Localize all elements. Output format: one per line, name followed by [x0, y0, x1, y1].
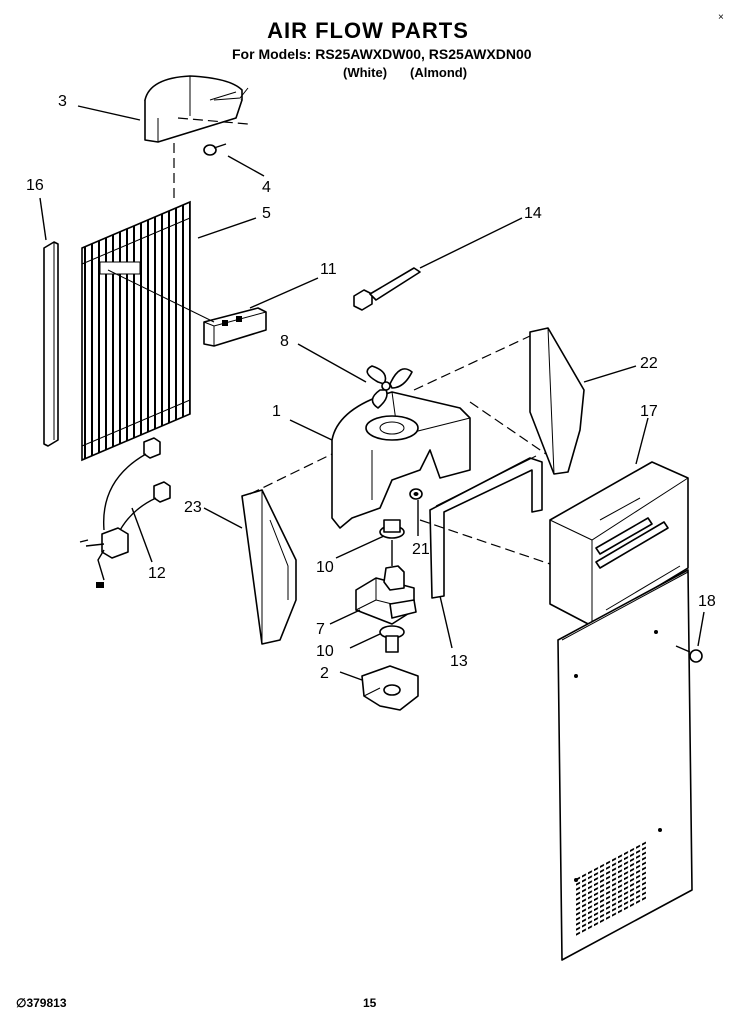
- callout-7: 7: [316, 621, 325, 638]
- part-14-sensor: [353, 267, 421, 311]
- page-number: 15: [363, 996, 377, 1010]
- part-3-air-duct-cover: [144, 75, 249, 143]
- page-title: AIR FLOW PARTS: [267, 18, 469, 43]
- callout-2: 2: [320, 665, 329, 682]
- part-21-grommet: [409, 488, 423, 500]
- part-17-air-tower-cover: [549, 461, 689, 627]
- part-18-screw: [675, 645, 703, 663]
- part-2-motor-bracket: [361, 665, 419, 711]
- part-22-side-baffle: [529, 327, 585, 475]
- part-13-gasket: [429, 455, 543, 599]
- variant-almond-label: (Almond): [410, 65, 468, 80]
- corner-mark: ×: [718, 12, 724, 23]
- part-8-fan-blade: [366, 365, 413, 409]
- callout-21: 21: [412, 541, 430, 558]
- part-10-upper-mount: [379, 519, 405, 566]
- callout-14: 14: [524, 205, 542, 222]
- callout-16: 16: [26, 177, 44, 194]
- callout-11: 11: [320, 261, 337, 278]
- part-5-grille: [81, 200, 191, 462]
- part-4-screw: [203, 143, 227, 156]
- models-line: For Models: RS25AWXDW00, RS25AWXDN00: [232, 46, 532, 62]
- variant-white-label: (White): [343, 65, 388, 80]
- callout-23: 23: [184, 499, 202, 516]
- callout-1: 1: [272, 403, 281, 420]
- callout-4: 4: [262, 179, 271, 196]
- part-10-lower-mount: [379, 625, 405, 653]
- callout-5: 5: [262, 205, 271, 222]
- callout-17: 17: [640, 403, 658, 420]
- callout-18: 18: [698, 593, 716, 610]
- document-number: ∅379813: [16, 996, 67, 1010]
- callout-12: 12: [148, 565, 166, 582]
- callout-10-upper: 10: [316, 559, 334, 576]
- part-16-foam-strip: [43, 241, 59, 447]
- leader-lines: [39, 105, 705, 681]
- rear-panel: [557, 569, 693, 961]
- callout-8: 8: [280, 333, 289, 350]
- callout-13: 13: [450, 653, 468, 670]
- callout-3: 3: [58, 93, 67, 110]
- part-7-fan-motor: [355, 565, 417, 625]
- callout-22: 22: [640, 355, 658, 372]
- callout-10-lower: 10: [316, 643, 334, 660]
- part-1-fan-shroud: [331, 391, 471, 529]
- part-23-side-baffle: [241, 489, 297, 645]
- part-11-bracket: [203, 307, 267, 347]
